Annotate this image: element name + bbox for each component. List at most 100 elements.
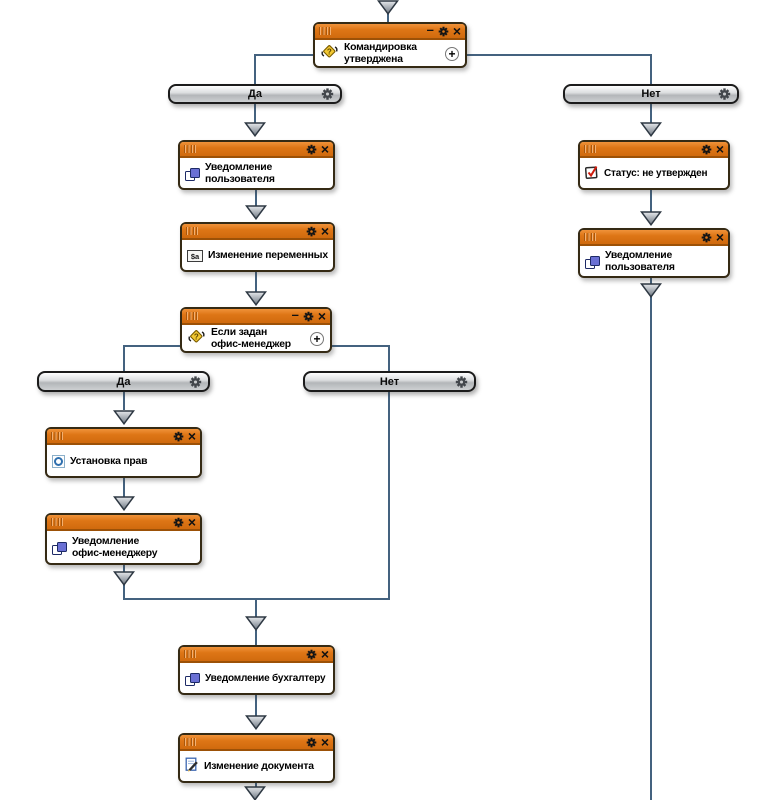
node-titlebar[interactable]: ×: [580, 142, 728, 158]
close-icon[interactable]: ×: [320, 733, 329, 750]
node-status-not-approved[interactable]: × Статус: не утвержден: [578, 140, 730, 190]
drag-grip-icon[interactable]: [184, 650, 197, 658]
arrowhead-icon: [640, 122, 662, 137]
condition-label: Да: [116, 375, 131, 388]
minimize-icon[interactable]: –: [426, 21, 434, 37]
arrowhead-icon: [245, 291, 267, 306]
gear-icon[interactable]: [306, 737, 317, 748]
permissions-icon: [52, 455, 65, 468]
notification-icon: [185, 167, 200, 181]
connector-line: [123, 583, 125, 600]
arrowhead-icon: [244, 122, 266, 137]
connector-line: [650, 54, 652, 84]
close-icon[interactable]: ×: [187, 513, 196, 530]
gear-icon[interactable]: [306, 649, 317, 660]
node-notify-user-right[interactable]: × Уведомление пользователя: [578, 228, 730, 278]
gear-icon[interactable]: [701, 144, 712, 155]
connector-line: [650, 190, 652, 212]
gear-icon[interactable]: [701, 232, 712, 243]
node-notify-user-left[interactable]: × Уведомление пользователя: [178, 140, 335, 190]
node-titlebar[interactable]: ×: [182, 224, 333, 240]
node-titlebar[interactable]: ×: [180, 142, 333, 158]
node-label: Командировка: [344, 42, 417, 53]
add-connection-icon[interactable]: +: [310, 332, 324, 346]
node-label: Уведомление бухгалтеру: [205, 673, 326, 684]
gear-icon[interactable]: [173, 431, 184, 442]
connector-line: [650, 296, 652, 800]
node-label: Если задан: [211, 327, 268, 338]
condition-bar-no-inner[interactable]: Нет: [303, 371, 476, 392]
drag-grip-icon[interactable]: [319, 27, 332, 35]
close-icon[interactable]: ×: [715, 228, 724, 245]
connector-line: [255, 630, 257, 645]
node-titlebar[interactable]: ×: [580, 230, 728, 246]
node-titlebar[interactable]: – ×: [182, 306, 330, 325]
close-icon[interactable]: ×: [320, 645, 329, 662]
arrowhead-icon: [245, 616, 267, 631]
gear-icon[interactable]: [321, 88, 334, 101]
gear-icon[interactable]: [438, 26, 449, 37]
node-label: офис-менеджер: [211, 339, 291, 350]
condition-bar-yes-inner[interactable]: Да: [37, 371, 210, 392]
node-label: Уведомление: [605, 250, 673, 261]
connector-line: [255, 695, 257, 716]
drag-grip-icon[interactable]: [584, 145, 597, 153]
node-change-variables[interactable]: × $a Изменение переменных: [180, 222, 335, 272]
connector-line: [387, 12, 389, 22]
notification-icon: [52, 541, 67, 555]
drag-grip-icon[interactable]: [51, 432, 64, 440]
gear-icon[interactable]: [189, 375, 202, 388]
connector-line: [255, 272, 257, 293]
connector-line: [123, 345, 182, 347]
arrowhead-icon: [377, 0, 399, 15]
gear-icon[interactable]: [173, 517, 184, 528]
close-icon[interactable]: ×: [187, 427, 196, 444]
arrowhead-icon: [245, 205, 267, 220]
svg-text:?: ?: [194, 332, 199, 341]
gear-icon[interactable]: [306, 226, 317, 237]
close-icon[interactable]: ×: [320, 222, 329, 239]
node-titlebar[interactable]: ×: [180, 735, 333, 751]
drag-grip-icon[interactable]: [51, 518, 64, 526]
close-icon[interactable]: ×: [320, 140, 329, 157]
connector-line: [650, 103, 652, 124]
drag-grip-icon[interactable]: [184, 738, 197, 746]
condition-label: Да: [248, 88, 262, 100]
gear-icon[interactable]: [718, 88, 731, 101]
arrowhead-icon: [640, 283, 662, 298]
gear-icon[interactable]: [455, 375, 468, 388]
gateway-question-icon: ?: [187, 328, 206, 350]
node-notify-accountant[interactable]: × Уведомление бухгалтеру: [178, 645, 335, 695]
connector-line: [388, 345, 390, 371]
minimize-icon[interactable]: –: [291, 306, 299, 322]
svg-text:?: ?: [327, 47, 332, 56]
add-connection-icon[interactable]: +: [445, 47, 459, 61]
close-icon[interactable]: ×: [317, 307, 326, 324]
node-titlebar[interactable]: – ×: [315, 21, 465, 40]
drag-grip-icon[interactable]: [584, 233, 597, 241]
arrowhead-icon: [113, 496, 135, 511]
node-titlebar[interactable]: ×: [47, 429, 200, 445]
node-titlebar[interactable]: ×: [47, 515, 200, 531]
node-change-document[interactable]: × Изменение документа: [178, 733, 335, 783]
arrowhead-icon: [113, 410, 135, 425]
gear-icon[interactable]: [306, 144, 317, 155]
drag-grip-icon[interactable]: [186, 227, 199, 235]
node-label: офис-менеджеру: [72, 548, 158, 559]
drag-grip-icon[interactable]: [184, 145, 197, 153]
node-set-rights[interactable]: × Установка прав: [45, 427, 202, 478]
node-label: Уведомление: [205, 162, 273, 173]
node-label: пользователя: [605, 262, 675, 273]
close-icon[interactable]: ×: [452, 22, 461, 39]
arrowhead-icon: [113, 571, 135, 586]
node-if-office-manager[interactable]: – × ? Если задан офис-менеджер +: [180, 307, 332, 353]
node-titlebar[interactable]: ×: [180, 647, 333, 663]
condition-bar-no-top[interactable]: Нет: [563, 84, 739, 104]
gear-icon[interactable]: [303, 311, 314, 322]
drag-grip-icon[interactable]: [186, 312, 199, 320]
node-notify-office-manager[interactable]: × Уведомление офис-менеджеру: [45, 513, 202, 565]
node-start-gateway[interactable]: – × ? Командировка утверджена +: [313, 22, 467, 68]
close-icon[interactable]: ×: [715, 140, 724, 157]
condition-bar-yes-top[interactable]: Да: [168, 84, 342, 104]
